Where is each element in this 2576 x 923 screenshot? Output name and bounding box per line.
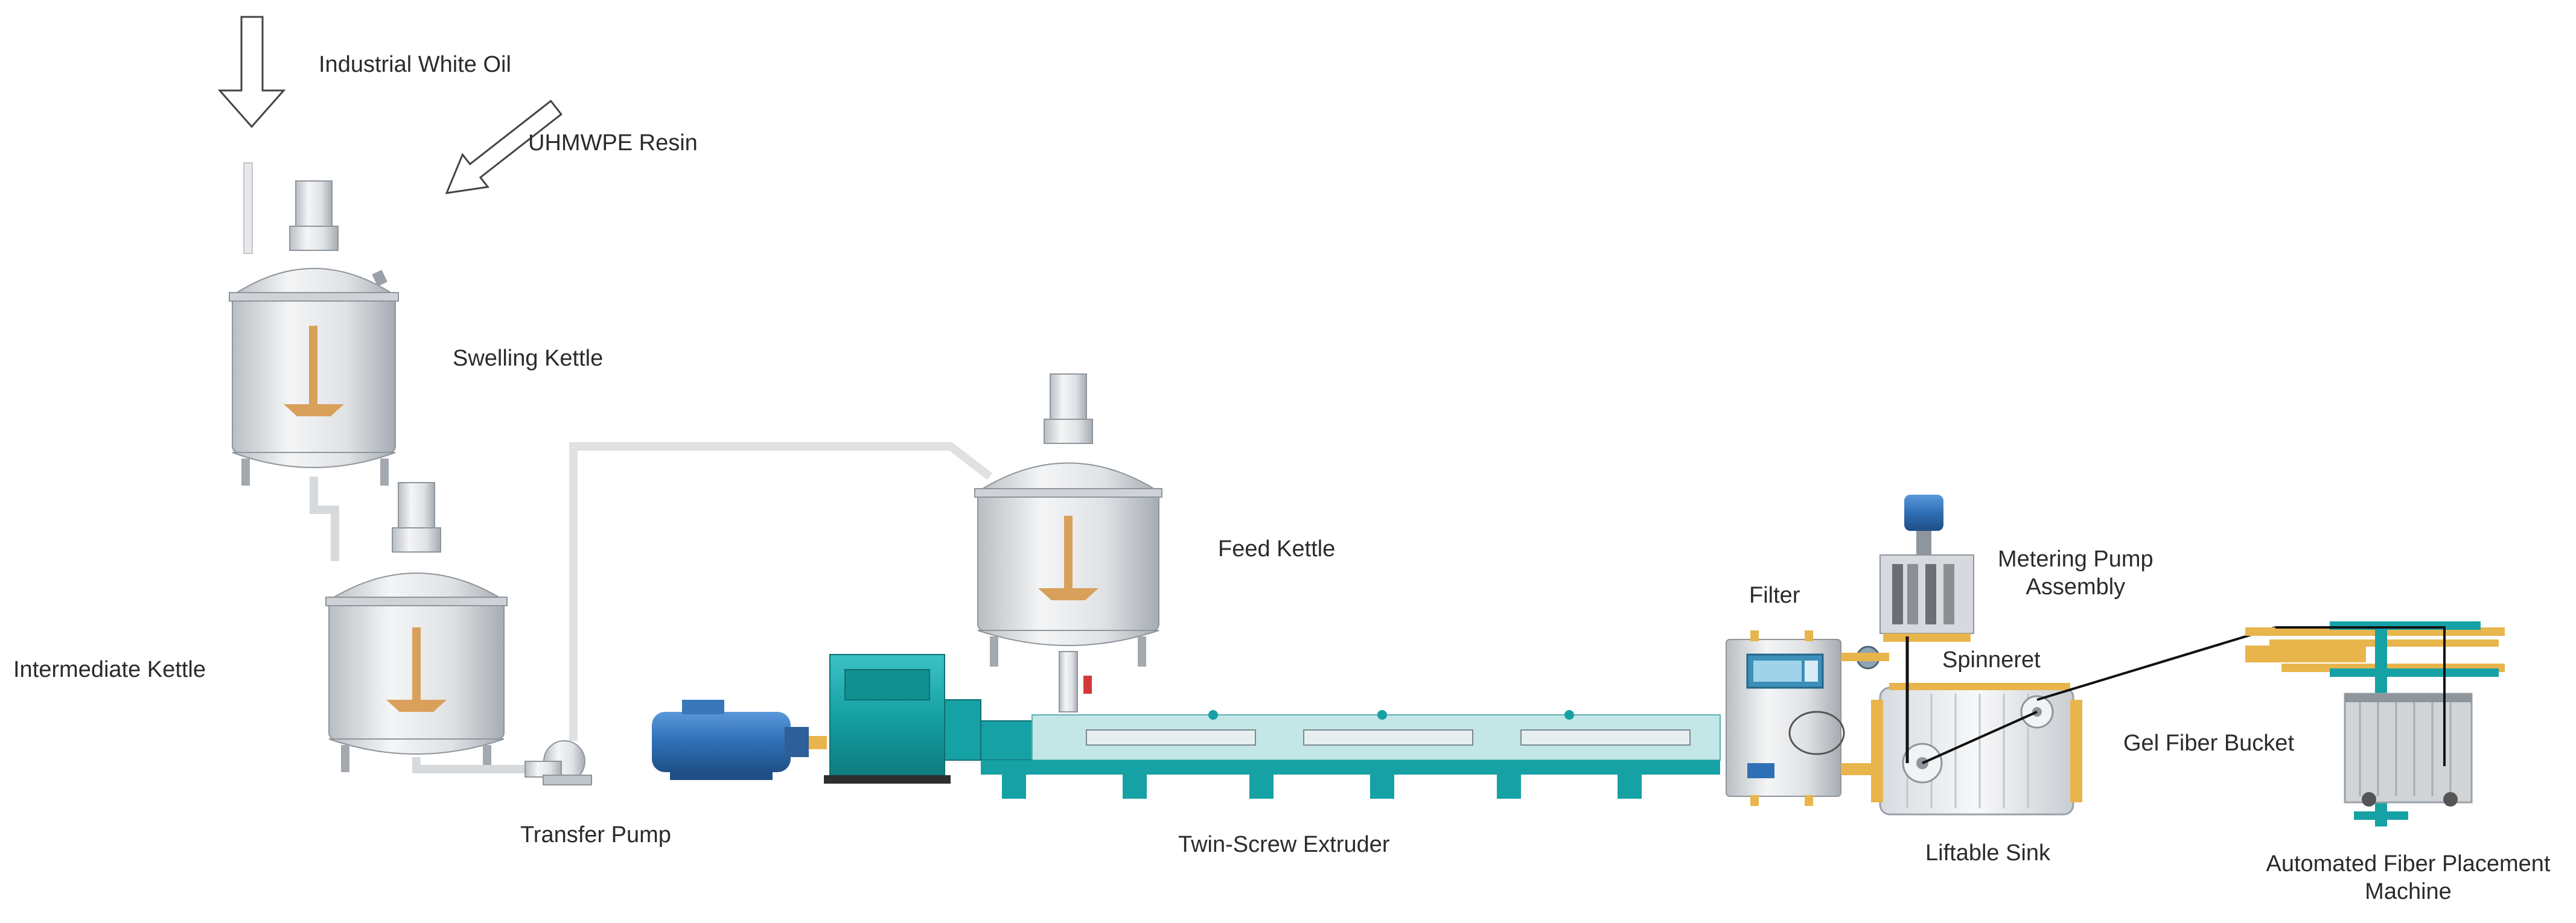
label-feed-kettle: Feed Kettle xyxy=(1218,536,1336,562)
twin-screw-extruder xyxy=(980,710,1721,799)
label-swelling-kettle: Swelling Kettle xyxy=(453,346,604,371)
fiber-placement-machine xyxy=(2245,621,2505,826)
label-intermediate-kettle: Intermediate Kettle xyxy=(13,657,206,682)
label-automated-fiber-placement-machine: Automated Fiber Placement Machine xyxy=(2245,851,2571,906)
label-gel-fiber-bucket: Gel Fiber Bucket xyxy=(2123,731,2294,756)
label-afp-line2: Machine xyxy=(2365,878,2452,904)
gel-fiber-line xyxy=(2036,626,2276,701)
extruder-motor xyxy=(652,700,827,780)
label-metering-pump-line1: Metering Pump xyxy=(1998,547,2154,572)
liftable-sink xyxy=(1871,636,2082,816)
oil-pipe xyxy=(243,162,253,254)
metering-pump-assembly xyxy=(1879,495,1974,642)
extruder-gearbox xyxy=(824,654,981,784)
label-transfer-pump: Transfer Pump xyxy=(520,822,671,848)
feed-kettle xyxy=(974,373,1162,712)
label-metering-pump-assembly: Metering Pump Assembly xyxy=(1998,546,2154,601)
label-uhmwpe-resin: UHMWPE Resin xyxy=(528,130,698,156)
label-twin-screw-extruder: Twin-Screw Extruder xyxy=(1178,832,1390,857)
label-industrial-white-oil: Industrial White Oil xyxy=(319,52,511,77)
label-filter: Filter xyxy=(1749,583,1800,608)
label-liftable-sink: Liftable Sink xyxy=(1925,840,2051,866)
swelling-kettle xyxy=(229,180,399,486)
filter-unit xyxy=(1726,630,1889,806)
label-afp-line1: Automated Fiber Placement xyxy=(2266,851,2551,877)
intermediate-kettle xyxy=(325,482,508,772)
label-metering-pump-line2: Assembly xyxy=(2026,574,2126,600)
transfer-pump xyxy=(524,740,592,785)
white-oil-arrow xyxy=(217,16,286,128)
resin-arrow xyxy=(445,100,563,194)
label-spinneret: Spinneret xyxy=(1942,647,2041,673)
